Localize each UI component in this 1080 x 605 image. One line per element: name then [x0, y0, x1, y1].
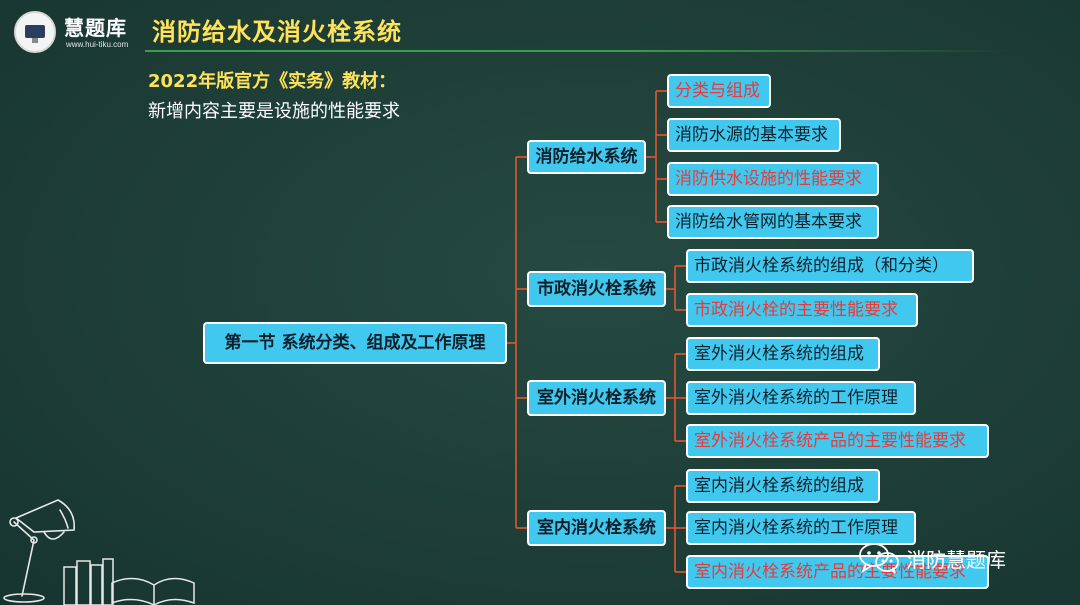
branch-node-municipal-hydrant: 市政消火栓系统	[527, 271, 666, 307]
tv-logo-icon	[14, 11, 56, 53]
brand-url: www.hui-tiku.com	[66, 40, 129, 49]
leaf-supply-facility-performance: 消防供水设施的性能要求	[667, 162, 879, 196]
desk-lamp-icon	[3, 499, 75, 603]
leaf-outdoor-composition: 室外消火栓系统的组成	[686, 337, 880, 371]
leaf-municipal-composition: 市政消火栓系统的组成（和分类）	[686, 249, 974, 283]
mindmap-root-node: 第一节 系统分类、组成及工作原理	[203, 322, 507, 364]
branch-node-fire-water-supply: 消防给水系统	[527, 140, 646, 174]
slide-title: 消防给水及消火栓系统	[152, 18, 402, 46]
leaf-indoor-working-principle: 室内消火栓系统的工作原理	[686, 511, 916, 545]
leaf-classification-composition: 分类与组成	[667, 74, 771, 108]
branch-node-indoor-hydrant: 室内消火栓系统	[527, 510, 666, 546]
books-icon	[63, 558, 195, 605]
brand-name: 慧题库	[64, 16, 127, 40]
intro-line-1: 2022年版官方《实务》教材：	[148, 71, 397, 92]
wechat-icon	[859, 543, 899, 574]
leaf-outdoor-product-performance: 室外消火栓系统产品的主要性能要求	[686, 424, 989, 458]
leaf-pipe-network-requirements: 消防给水管网的基本要求	[667, 205, 879, 239]
leaf-outdoor-working-principle: 室外消火栓系统的工作原理	[686, 381, 916, 415]
branch-node-outdoor-hydrant: 室外消火栓系统	[527, 380, 666, 416]
leaf-indoor-composition: 室内消火栓系统的组成	[686, 469, 880, 503]
wechat-watermark: 消防慧题库	[858, 542, 1006, 574]
intro-line-2: 新增内容主要是设施的性能要求	[148, 101, 400, 122]
header-divider	[145, 50, 1015, 52]
watermark-text: 消防慧题库	[906, 547, 1006, 572]
leaf-water-source-requirements: 消防水源的基本要求	[667, 118, 841, 152]
leaf-indoor-product-performance: 室内消火栓系统产品的主要性能要求	[686, 555, 989, 589]
leaf-municipal-performance: 市政消火栓的主要性能要求	[686, 293, 918, 327]
